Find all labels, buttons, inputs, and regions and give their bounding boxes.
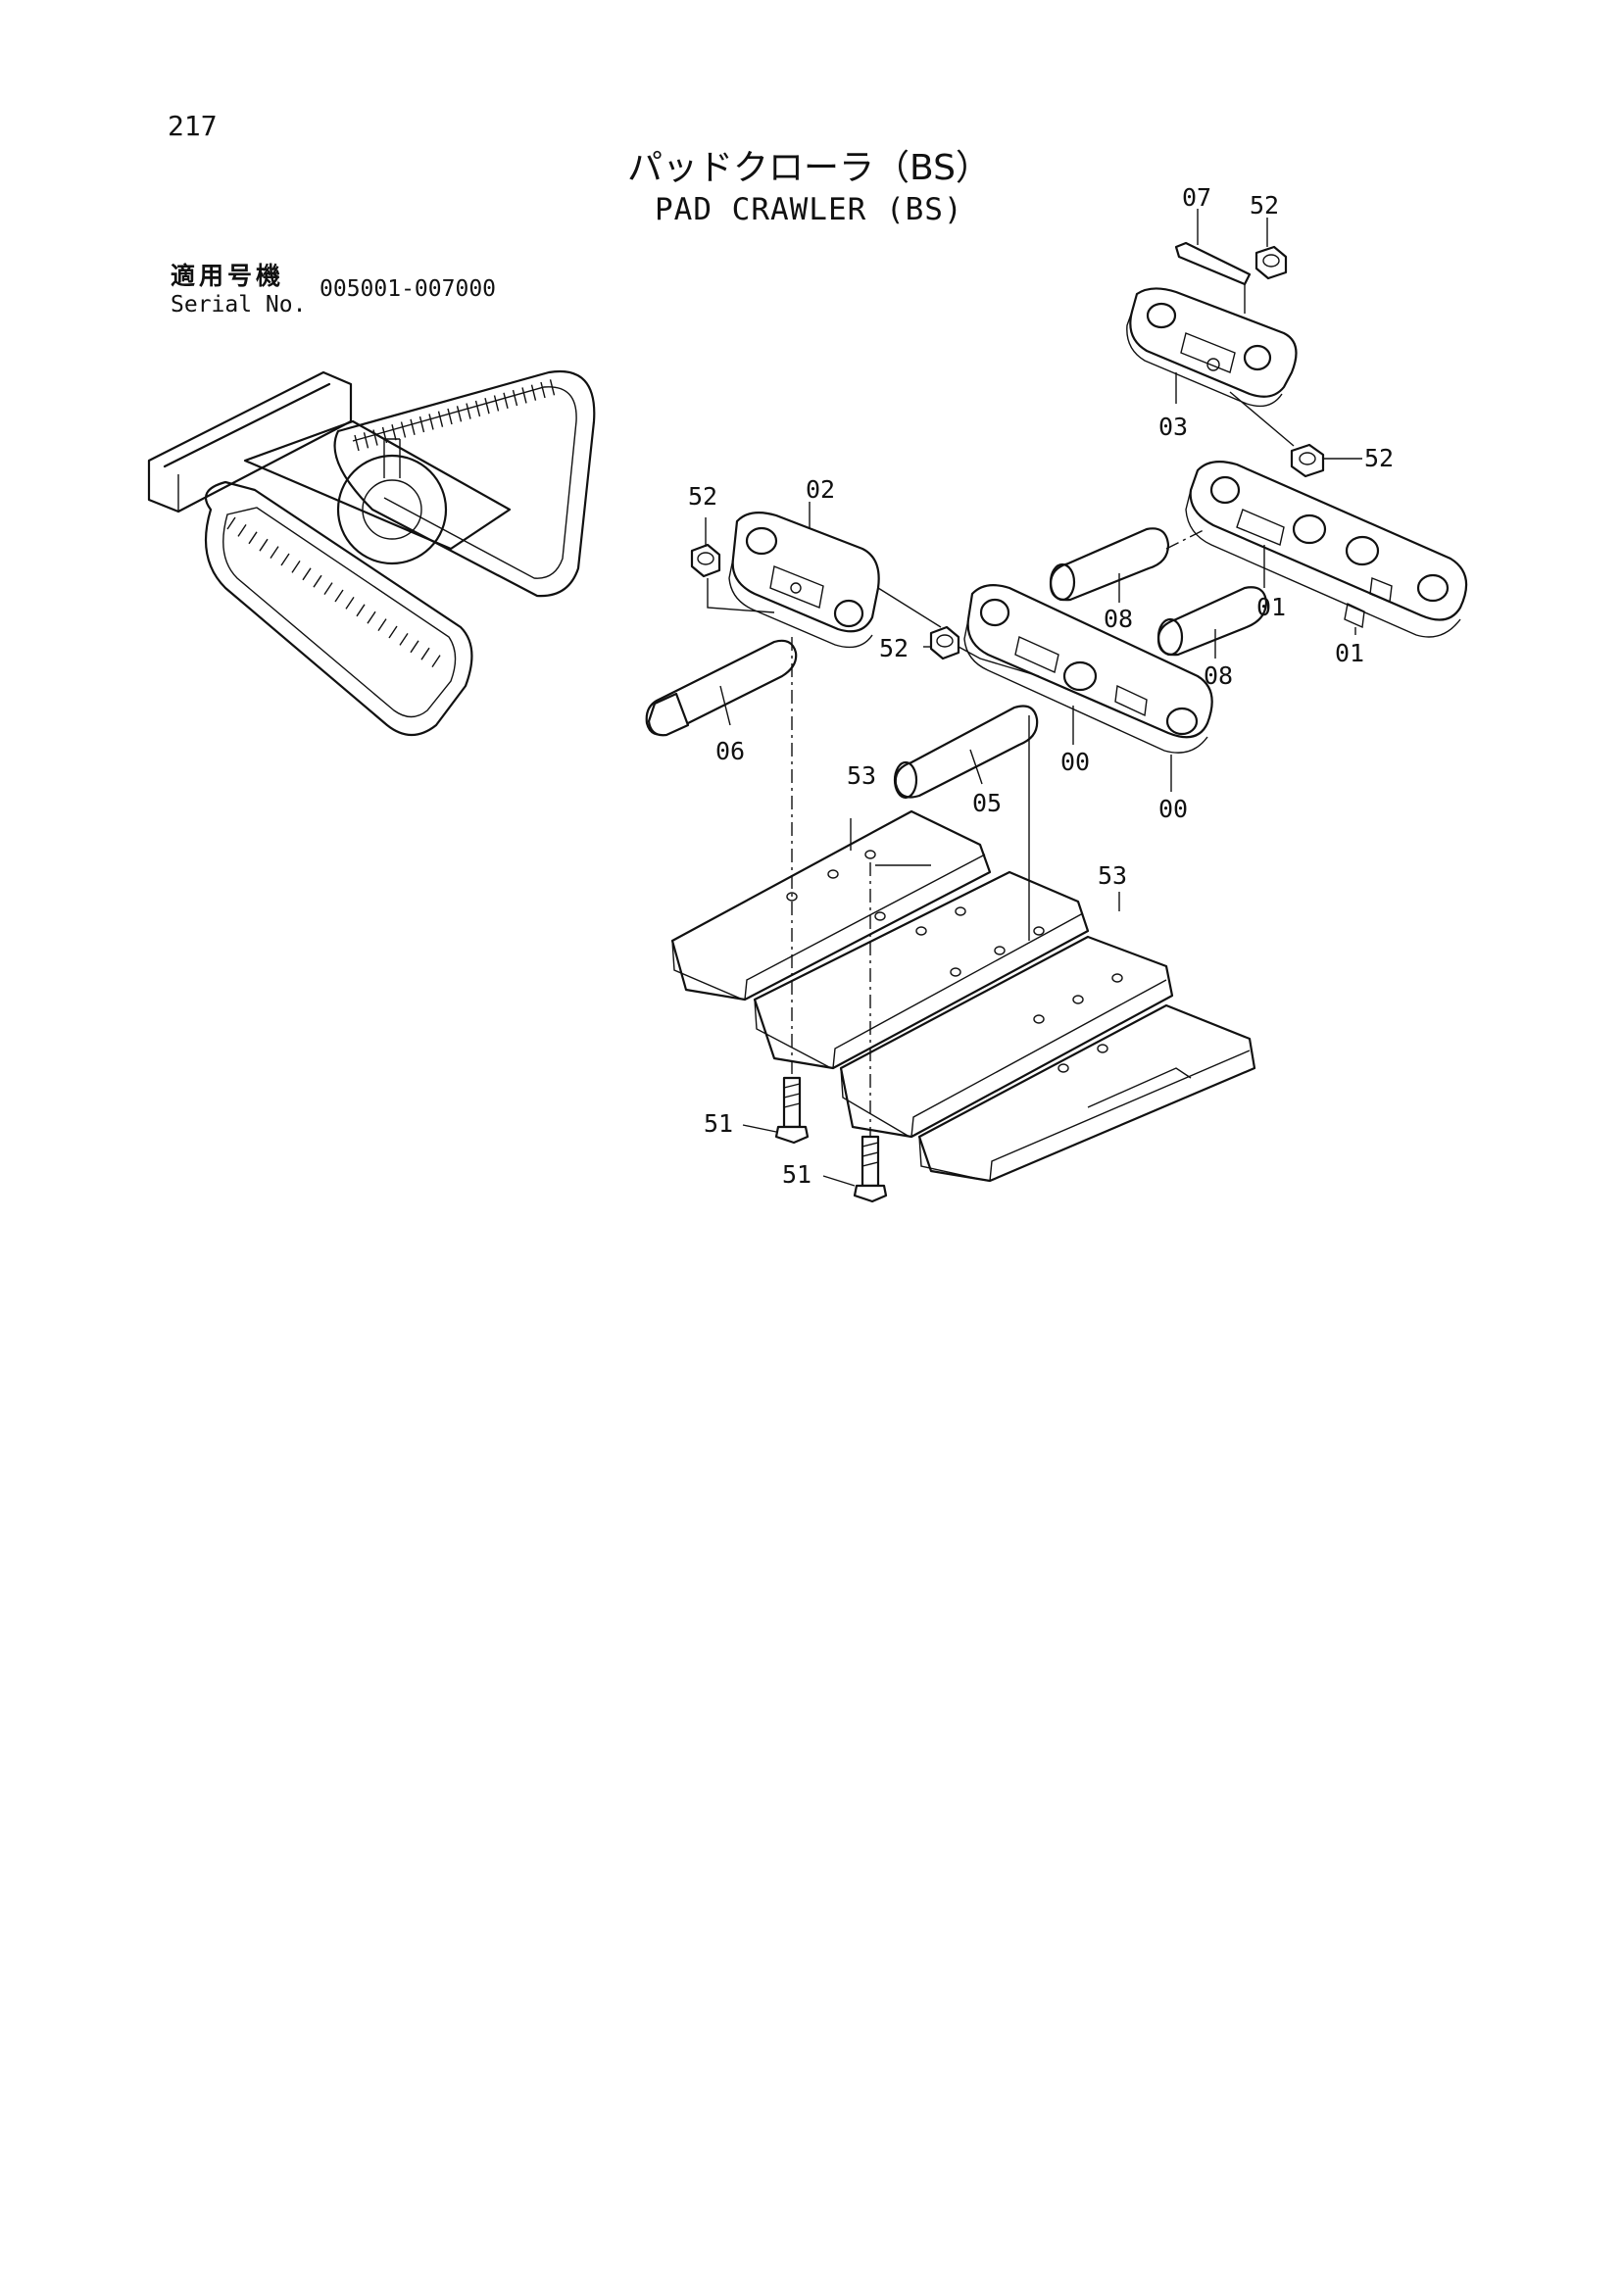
nut-52-right bbox=[1290, 443, 1325, 478]
callout-53-left: 53 bbox=[847, 761, 876, 790]
nut-52-middle bbox=[929, 625, 960, 660]
serial-label-english: Serial No. bbox=[171, 292, 307, 318]
link-02-part bbox=[728, 511, 880, 649]
title-english: PAD CRAWLER (BS) bbox=[655, 192, 963, 227]
link-00-part bbox=[963, 583, 1213, 754]
pin-05-part bbox=[893, 705, 1039, 800]
serial-range: 005001-007000 bbox=[320, 276, 497, 302]
bolt-51-left bbox=[774, 1076, 810, 1145]
callout-05: 05 bbox=[972, 789, 1002, 817]
title-japanese: パッドクローラ（BS） bbox=[627, 148, 991, 188]
nut-52-left bbox=[690, 543, 721, 578]
callout-51-right: 51 bbox=[782, 1160, 812, 1189]
cotter-pin-07 bbox=[1174, 241, 1252, 286]
nut-52-top bbox=[1254, 245, 1288, 280]
link-03-part bbox=[1126, 287, 1298, 408]
bushing-08-lower bbox=[1156, 586, 1268, 657]
serial-label-japanese: 適用号機 bbox=[171, 262, 285, 290]
callout-00-left: 00 bbox=[1060, 748, 1090, 776]
callout-01-right: 01 bbox=[1335, 639, 1364, 667]
callout-08-lower: 08 bbox=[1204, 661, 1233, 690]
bolt-51-right bbox=[853, 1135, 888, 1203]
rubber-pad-53-part bbox=[670, 809, 1256, 1183]
callout-07: 07 bbox=[1182, 183, 1211, 212]
callout-00-right: 00 bbox=[1158, 795, 1188, 823]
link-01-part bbox=[1185, 460, 1468, 638]
callout-08-upper: 08 bbox=[1104, 605, 1133, 633]
callout-06: 06 bbox=[715, 737, 745, 765]
bushing-08-upper bbox=[1049, 527, 1170, 602]
page-number: 217 bbox=[168, 110, 218, 142]
callout-52-middle: 52 bbox=[879, 634, 909, 662]
callout-01-left: 01 bbox=[1256, 593, 1286, 621]
callout-51-left: 51 bbox=[704, 1109, 733, 1138]
callout-52-left: 52 bbox=[688, 482, 717, 511]
callout-52-right: 52 bbox=[1364, 444, 1394, 472]
machine-overview-illustration bbox=[147, 369, 596, 737]
callout-52-top: 52 bbox=[1250, 191, 1279, 220]
callout-03: 03 bbox=[1158, 413, 1188, 441]
callout-53-right: 53 bbox=[1098, 861, 1127, 890]
callout-02: 02 bbox=[806, 475, 835, 504]
